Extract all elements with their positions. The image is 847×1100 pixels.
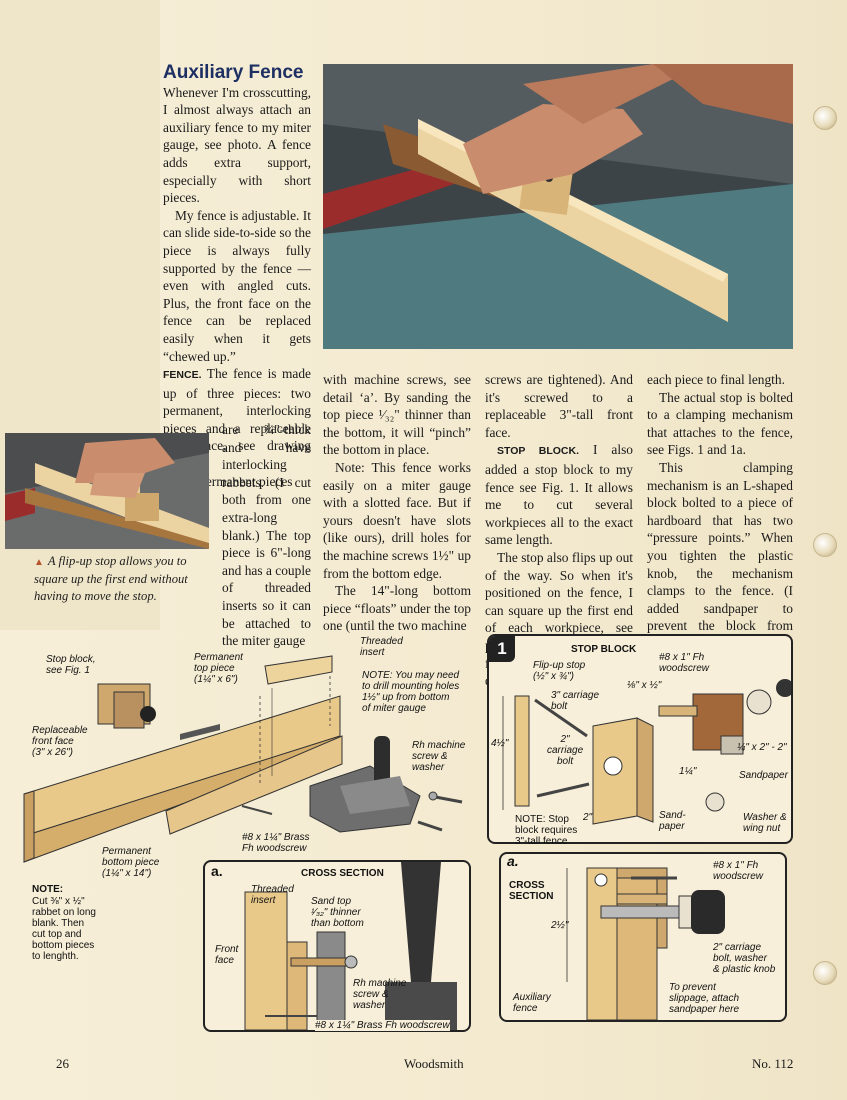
label-replaceable-face: Replaceable front face (3" x 26") <box>32 725 88 758</box>
label-rh-machine: Rh machine screw & washer <box>412 740 466 773</box>
text-column-2: with machine screws, see detail ‘a’. By … <box>323 371 471 635</box>
label-threaded-insert: Threaded insert <box>251 884 294 906</box>
label-sand-top: Sand top ¹⁄₃₂" thinner than bottom <box>311 896 364 929</box>
label-permanent-bottom: Permanent bottom piece (1¼" x 14") <box>102 846 160 879</box>
figure-number: 1 <box>489 636 515 662</box>
paragraph: This clamping mechanism is an L-shaped b… <box>647 459 793 651</box>
detail-tag: a. <box>211 863 223 879</box>
label-permanent-top: Permanent top piece (1¼" x 6") <box>194 652 243 685</box>
label-front-face: Front face <box>215 944 239 966</box>
photo-caption: ▲A flip-up stop allows you to square up … <box>34 554 188 603</box>
label-sandpaper: Sandpaper <box>739 770 788 781</box>
note-stop-block: NOTE: Stop block requires 3"-tall fence <box>515 814 578 847</box>
detail-a-cross-section: a. CROSS SECTION Threaded insert Sand to… <box>203 860 471 1032</box>
runin-heading: STOP BLOCK. <box>497 445 579 458</box>
fig1-stop-block: 1 STOP BLOCK Flip-up stop (½" x ¾") 3" c… <box>487 634 793 847</box>
label-aux-fence: Auxiliary fence <box>513 992 551 1014</box>
detail-title: CROSS SECTION <box>301 868 384 879</box>
paragraph: with machine screws, see detail ‘a’. By … <box>323 372 471 458</box>
exploded-fence-drawing: Stop block, see Fig. 1 Replaceable front… <box>10 636 482 1042</box>
text-column-1-wrap: are ¾"-thick and have interlocking rabbe… <box>222 421 311 650</box>
note-rabbet: Cut ⅜" x ½" rabbet on long blank. Then c… <box>32 896 96 962</box>
detail-title: CROSS SECTION <box>509 880 554 902</box>
label-note-holes: NOTE: You may need to drill mounting hol… <box>362 670 460 714</box>
label-threaded-insert: Threaded insert <box>360 636 403 658</box>
note-title: NOTE: <box>32 884 64 895</box>
figure-title: STOP BLOCK <box>571 644 637 655</box>
paragraph: The actual stop is bolted to a clamping … <box>647 389 793 458</box>
flip-up-stop-photo <box>5 433 209 549</box>
text-column-1: Auxiliary Fence Whenever I'm crosscuttin… <box>163 62 312 490</box>
paragraph: each piece to final length. <box>647 372 785 387</box>
binder-hole-bottom <box>813 961 837 985</box>
label-stop-block: Stop block, see Fig. 1 <box>46 654 96 676</box>
paragraph: screws are tightened). And it's screwed … <box>485 372 633 440</box>
issue-number: No. 112 <box>752 1056 794 1071</box>
binder-hole-top <box>813 106 837 130</box>
label-rh-machine: Rh machine screw & washer <box>353 978 407 1011</box>
dimension-2: 2" <box>583 812 593 823</box>
label-flipup-stop: Flip-up stop (½" x ¾") <box>533 660 586 682</box>
label-carriage-2: 2" carriage bolt <box>547 734 584 767</box>
label-washer: Washer & wing nut <box>743 812 787 834</box>
main-photo <box>323 64 793 349</box>
paragraph: Whenever I'm crosscutting, I almost alwa… <box>163 84 311 206</box>
page-number: 26 <box>56 1056 69 1071</box>
paragraph: My fence is adjustable. It can slide sid… <box>163 207 312 364</box>
label-fh-screw: #8 x 1" Fh woodscrew <box>713 860 764 882</box>
label-fh-screw: #8 x 1" Fh woodscrew <box>659 652 710 674</box>
paragraph: The 14"-long bottom piece “floats” under… <box>323 583 471 634</box>
paragraph: I also added a stop block to my fence se… <box>485 442 633 548</box>
label-carriage-3: 3" carriage bolt <box>551 690 600 712</box>
binder-hole-middle <box>813 533 837 557</box>
label-prevent-slippage: To prevent slippage, attach sandpaper he… <box>669 982 740 1015</box>
paragraph: are ¾"-thick and have interlocking rabbe… <box>222 422 311 649</box>
detail-tag: a. <box>507 853 519 869</box>
dimension-4-5: 4½" <box>491 738 509 749</box>
label-quarter: ¼" x 2" - 2" <box>737 742 787 753</box>
label-sand-paper: Sand- paper <box>659 810 686 832</box>
runin-heading: FENCE. <box>163 369 202 382</box>
text-column-4: each piece to final length. The actual s… <box>647 371 793 653</box>
dimension-2-5: 2½" <box>551 920 569 931</box>
dimension-1-25: 1¼" <box>679 766 697 777</box>
label-eighth: ⅛" x ½" <box>627 680 662 691</box>
label-brass-screw: #8 x 1¼" Brass Fh woodscrew <box>242 832 310 854</box>
magazine-name: Woodsmith <box>404 1056 464 1071</box>
label-carriage: 2" carriage bolt, washer & plastic knob <box>713 942 776 975</box>
label-brass-screw: #8 x 1¼" Brass Fh woodscrew <box>315 1020 450 1031</box>
paragraph: Note: This fence works easily on a miter… <box>323 459 471 581</box>
caption-triangle-icon: ▲ <box>34 557 44 568</box>
article-heading: Auxiliary Fence <box>163 62 304 83</box>
fig1a-cross-section: a. CROSS SECTION #8 x 1" Fh woodscrew 2"… <box>499 852 787 1022</box>
